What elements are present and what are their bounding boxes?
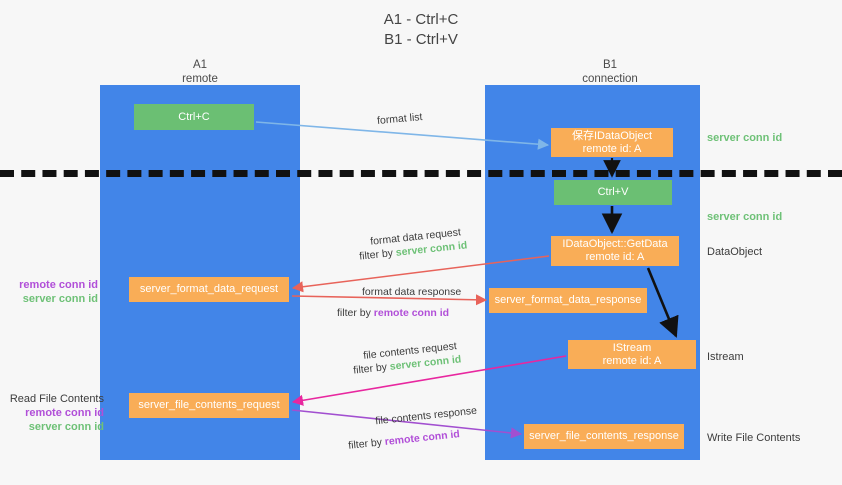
box-server-file-contents-response[interactable]: server_file_contents_response xyxy=(524,424,684,449)
box-ctrl-c-label: Ctrl+C xyxy=(178,110,210,123)
label-format-data-response: format data response xyxy=(362,286,462,298)
box-save-idataobject-title: 保存IDataObject xyxy=(571,129,653,142)
phase-divider xyxy=(0,170,842,177)
annotation-conn-ids-upper: remote conn id server conn id xyxy=(6,278,98,306)
label-format-data-response-filter: filter by remote conn id xyxy=(337,306,449,320)
column-header-b1: B1 connection xyxy=(540,58,680,86)
column-header-a1: A1 remote xyxy=(140,58,260,86)
title-line-2: B1 - Ctrl+V xyxy=(384,31,458,48)
arrow-format-list xyxy=(255,121,550,150)
column-b1-role: connection xyxy=(582,73,638,85)
box-server-file-contents-request-label: server_file_contents_request xyxy=(138,399,280,411)
arrow-getdata-to-istream xyxy=(646,267,679,338)
box-server-format-data-request-label: server_format_data_request xyxy=(139,283,279,295)
box-istream[interactable]: IStream remote id: A xyxy=(568,340,696,369)
annotation-server-conn-id: server conn id xyxy=(28,421,104,433)
box-server-format-data-request[interactable]: server_format_data_request xyxy=(129,277,289,302)
annotation-read-file-contents: Read File Contents xyxy=(9,393,104,405)
box-getdata-subtitle: remote id: A xyxy=(585,251,645,263)
annotation-server-conn-id-top: server conn id xyxy=(707,132,783,144)
annotation-dataobject: DataObject xyxy=(707,246,763,258)
annotation-istream: Istream xyxy=(707,351,744,363)
box-istream-subtitle: remote id: A xyxy=(602,354,662,367)
filter-value-remote-conn-id: remote conn id xyxy=(373,307,450,319)
annotation-write-file-contents: Write File Contents xyxy=(707,432,801,444)
column-b1-name: B1 xyxy=(602,59,618,71)
annotation-remote-conn-id: remote conn id xyxy=(19,279,98,291)
filter-prefix: filter by xyxy=(352,360,391,377)
box-save-idataobject[interactable]: 保存IDataObject remote id: A xyxy=(551,128,673,157)
filter-prefix: filter by xyxy=(358,246,397,263)
box-ctrl-v-label: Ctrl+V xyxy=(597,186,629,198)
page-title: A1 - Ctrl+C B1 - Ctrl+V xyxy=(0,10,842,50)
annotation-server-conn-id-mid: server conn id xyxy=(707,211,783,223)
annotation-server-conn-id: server conn id xyxy=(22,293,98,305)
box-server-format-data-response-label: server_format_data_response xyxy=(494,294,642,306)
arrow-format-data-request xyxy=(291,255,550,293)
filter-prefix: filter by xyxy=(337,307,374,319)
arrow-file-contents-request xyxy=(291,355,567,406)
title-line-1: A1 - Ctrl+C xyxy=(383,11,459,28)
box-server-format-data-response[interactable]: server_format_data_response xyxy=(489,288,647,313)
annotation-conn-ids-lower: Read File Contents remote conn id server… xyxy=(6,392,104,434)
box-getdata-title: IDataObject::GetData xyxy=(562,238,668,250)
box-ctrl-v[interactable]: Ctrl+V xyxy=(554,180,672,205)
box-idataobject-getdata[interactable]: IDataObject::GetData remote id: A xyxy=(551,236,679,266)
column-a1-role: remote xyxy=(182,73,218,85)
box-server-file-contents-response-label: server_file_contents_response xyxy=(529,430,679,442)
box-istream-title: IStream xyxy=(612,341,652,354)
box-server-file-contents-request[interactable]: server_file_contents_request xyxy=(129,393,289,418)
filter-prefix: filter by xyxy=(347,436,386,452)
arrow-file-contents-response xyxy=(291,409,523,439)
box-save-idataobject-subtitle: remote id: A xyxy=(582,142,642,155)
arrow-format-data-response xyxy=(291,294,488,306)
annotation-remote-conn-id: remote conn id xyxy=(25,407,104,419)
box-ctrl-c[interactable]: Ctrl+C xyxy=(134,104,254,130)
column-a1-name: A1 xyxy=(192,59,208,71)
